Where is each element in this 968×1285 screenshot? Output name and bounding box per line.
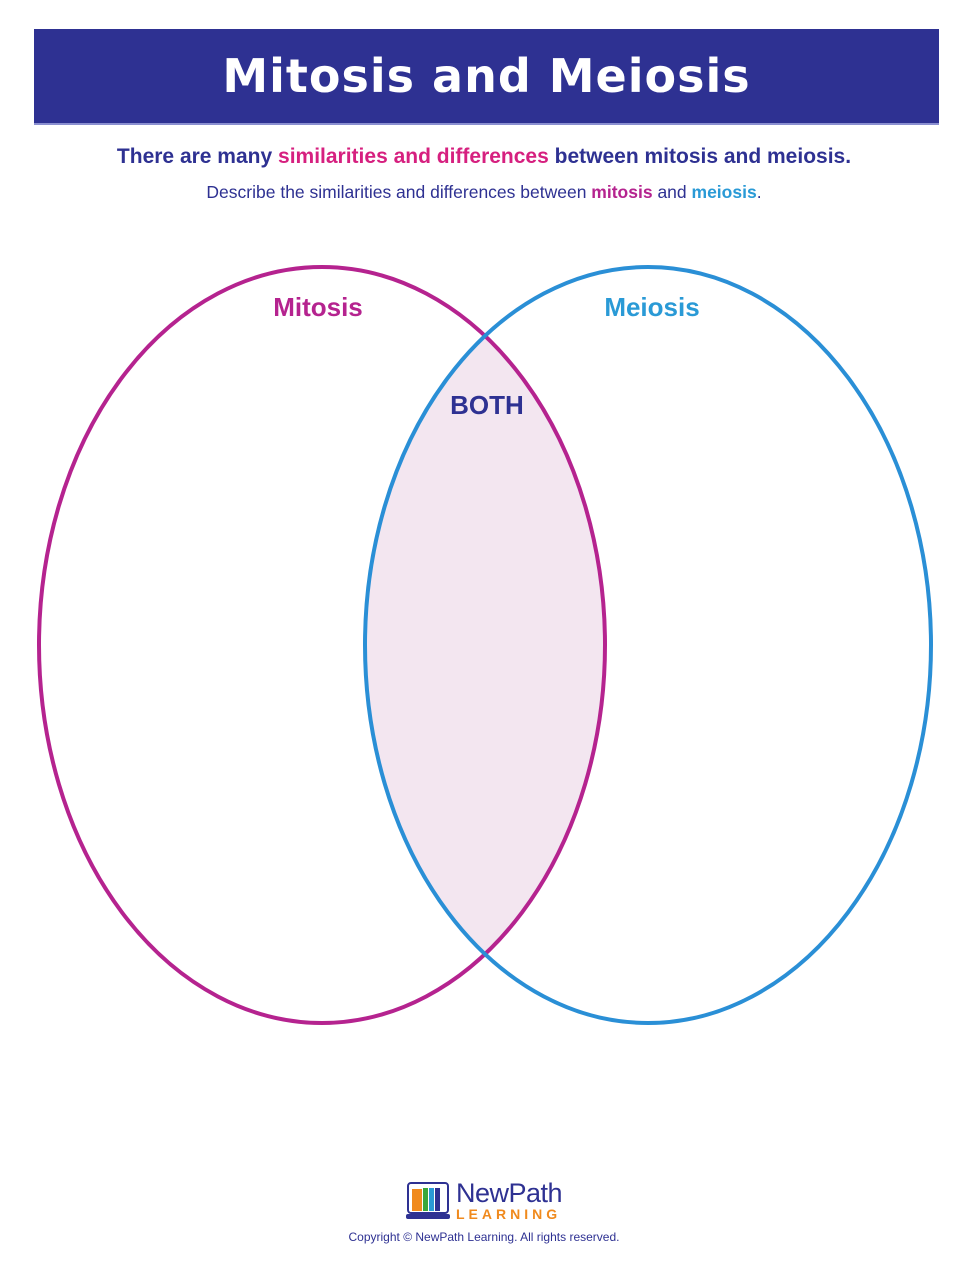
- intro-highlight: similarities and differences: [278, 145, 549, 168]
- instruction-and: and: [652, 182, 692, 202]
- instruction-end: .: [756, 182, 762, 202]
- meiosis-circle: [363, 265, 933, 1025]
- both-label: BOTH: [450, 390, 524, 420]
- intro-text: There are many similarities and differen…: [0, 145, 968, 169]
- intro-part1: There are many: [116, 145, 279, 168]
- overlap-region: [365, 267, 605, 1023]
- brand-name: NewPath: [455, 1178, 563, 1208]
- copyright: Copyright © NewPath Learning. All rights…: [348, 1229, 620, 1244]
- newpath-logo: NewPath LEARNING: [405, 1178, 563, 1222]
- instruction-part1: Describe the similarities and difference…: [206, 182, 592, 202]
- brand-sub: LEARNING: [455, 1206, 562, 1222]
- footer: NewPath LEARNING Copyright © NewPath Lea…: [0, 1180, 968, 1244]
- instruction-meiosis: meiosis: [691, 182, 757, 202]
- book-monitor-icon: [405, 1181, 450, 1219]
- instruction-text: Describe the similarities and difference…: [0, 182, 968, 203]
- intro-part2: between mitosis and meiosis.: [548, 145, 852, 168]
- mitosis-circle: [37, 265, 607, 1025]
- instruction-mitosis: mitosis: [591, 182, 653, 202]
- meiosis-label: Meiosis: [604, 292, 699, 322]
- title-banner: Mitosis and Meiosis: [34, 29, 939, 125]
- mitosis-label: Mitosis: [273, 292, 363, 322]
- page-title: Mitosis and Meiosis: [222, 49, 751, 103]
